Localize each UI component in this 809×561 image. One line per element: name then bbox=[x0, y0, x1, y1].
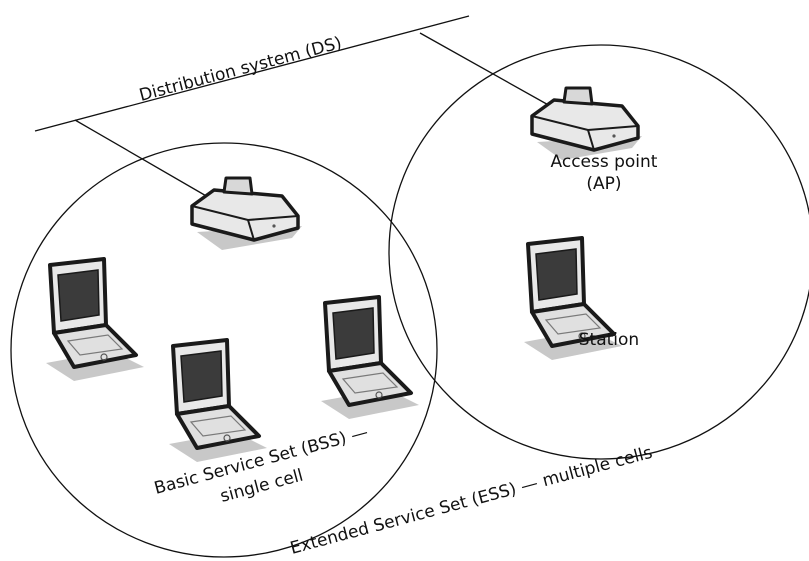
laptop-icon bbox=[167, 338, 269, 464]
station-label: Station bbox=[579, 330, 639, 350]
access-point-icon bbox=[190, 176, 304, 252]
distribution-system-label: Distribution system (DS) bbox=[137, 33, 344, 106]
access-point-label-line2: (AP) bbox=[586, 174, 621, 194]
bss-cell-circle bbox=[10, 142, 438, 558]
laptop-icon bbox=[319, 295, 421, 421]
ap1-connection-line bbox=[74, 119, 209, 198]
ap2-connection-line bbox=[419, 32, 553, 108]
access-point-icon bbox=[530, 86, 644, 162]
distribution-system-line bbox=[34, 15, 470, 132]
access-point-label-line1: Access point bbox=[551, 152, 658, 172]
ess-label: Extended Service Set (ESS) — multiple ce… bbox=[288, 443, 655, 559]
ess-second-cell-circle bbox=[388, 44, 809, 460]
laptop-icon bbox=[44, 257, 146, 383]
